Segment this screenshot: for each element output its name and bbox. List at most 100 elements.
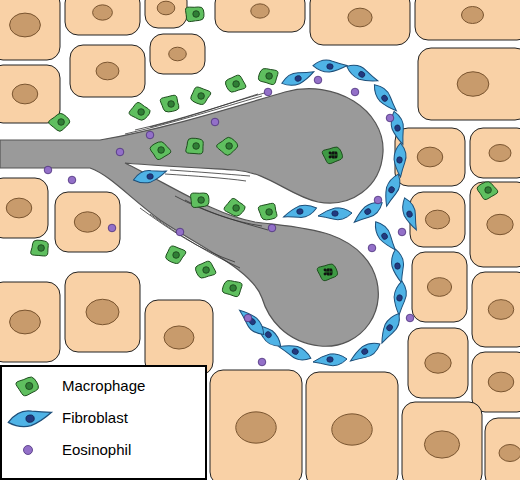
fibroblast-nucleus [361,348,369,356]
fibroblast [347,339,383,364]
fibroblast-nucleus [358,70,366,78]
eosinophil [398,228,406,236]
fibroblast-body [313,59,348,74]
macrophage-nucleus [233,81,240,88]
fibroblasts [132,59,420,366]
epithelial-cell [210,370,302,480]
legend-label: Eosinophil [62,441,131,459]
fibroblast-body [375,311,404,346]
cell-nucleus [489,145,511,162]
epithelial-cell [65,272,140,352]
macrophage [186,138,203,154]
fibroblast-nucleus [364,208,372,216]
fibroblast [400,196,420,232]
cell-nucleus [487,214,513,234]
cell-nucleus [462,7,484,24]
fibroblast-nucleus [394,124,401,131]
cell-nucleus [164,326,194,349]
eosinophil [244,314,252,322]
macrophage [150,142,171,160]
fibroblast [313,59,348,74]
fibroblast-body [132,167,168,185]
fibroblast-body [390,249,405,284]
macrophages [31,7,498,297]
macrophage [322,147,342,164]
macrophage [166,246,186,264]
eosinophil [211,118,219,126]
cell-nucleus [96,62,119,80]
fibroblast-body [347,339,383,364]
macrophage-nucleus [26,382,33,389]
fibroblast-nucleus [396,157,402,164]
epithelial-cell [402,402,482,480]
macrophage-nucleus [198,93,205,100]
eosinophil [176,228,184,236]
fibroblast-nucleus [146,173,153,180]
fibroblast-nucleus [296,208,303,215]
phagocytosed-debris [330,269,333,272]
fibroblast [370,81,399,116]
foreign-body [0,89,383,347]
epithelial-cell [470,182,520,267]
epithelial-cell [0,0,60,60]
legend-label: Macrophage [62,377,145,395]
fibroblast-nucleus [327,357,333,363]
cell-nucleus [86,299,119,325]
macrophage [31,240,49,256]
macrophage [225,75,245,92]
fibroblast-body [391,280,409,316]
epithelial-cell [145,0,187,28]
collagen-strands [125,92,268,268]
fibroblast-nucleus [294,75,302,82]
epithelial-cell [310,0,410,45]
fibroblast-body [280,68,316,88]
cell-nucleus [488,372,514,392]
epithelial-cell [145,300,213,375]
cell-nucleus [12,84,38,104]
epithelial-cell [306,372,398,480]
phagocytosed-debris [324,269,327,272]
macrophage [317,264,337,281]
phagocytosed-debris [332,156,335,159]
macrophage [258,69,278,85]
fibroblast-body [277,339,313,364]
fibroblast-body [379,172,404,208]
fibroblast-nucleus [381,232,389,240]
fibroblast-nucleus [327,63,334,69]
phagocytosed-debris [330,273,333,276]
eosinophil [146,131,154,139]
macrophage [160,95,179,112]
cell-nucleus [10,13,41,37]
fibroblast [390,249,405,284]
legend-label: Fibroblast [62,409,128,427]
epithelial-cell [485,418,520,480]
fibroblast-body [318,208,352,220]
macrophage [185,7,204,22]
fibroblast-body [344,61,379,88]
epithelial-cell [55,192,120,252]
macrophage [191,193,209,208]
macrophage-nucleus [266,73,273,80]
fibroblast-nucleus [396,294,403,301]
cell-nucleus [348,8,372,27]
macrophage [129,102,150,120]
macrophage [49,113,70,131]
legend-icons [7,377,53,455]
macrophage-nucleus [173,252,180,259]
epithelial-cell [470,128,520,178]
eosinophil [386,114,394,122]
fibroblast [375,311,404,346]
phagocytosed-debris [335,156,338,159]
cell-nucleus [488,300,514,320]
cell-nucleus [424,431,459,458]
eosinophil [368,244,376,252]
cell-nucleus [6,198,32,218]
fibroblast-nucleus [406,210,413,218]
fibroblast [318,208,352,220]
epithelial-cell [415,0,520,40]
epithelial-cell [418,48,520,120]
eosinophil [68,176,76,184]
cell-nucleus [93,5,113,20]
eosinophil [44,166,52,174]
